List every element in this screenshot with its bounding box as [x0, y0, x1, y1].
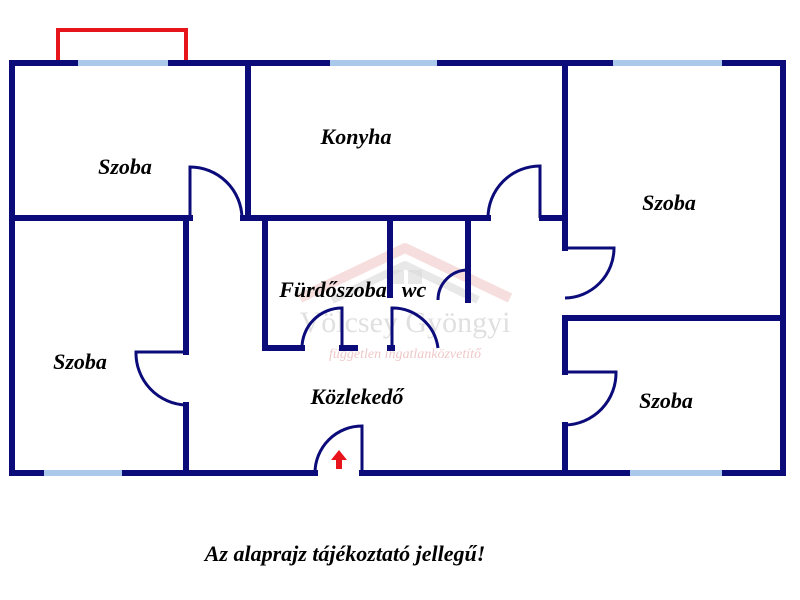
- room-label-szoba-left-bottom: Szoba: [53, 349, 107, 374]
- door-szoba-right-top: [564, 246, 616, 300]
- disclaimer-note: Az alaprajz tájékoztató jellegű!: [203, 541, 486, 566]
- room-label-wc: wc: [402, 277, 427, 302]
- door-szoba-right-bottom: [564, 370, 618, 427]
- room-label-kozlekedo: Közlekedő: [310, 384, 406, 409]
- room-label-szoba-top-left: Szoba: [98, 154, 152, 179]
- entrance-arrow-icon: [331, 450, 347, 469]
- door-wc: [390, 306, 440, 349]
- door-furdoszoba: [300, 306, 344, 349]
- door-szoba-top-left: [188, 165, 244, 219]
- room-label-szoba-right-top: Szoba: [642, 190, 696, 215]
- door-entrance: [313, 424, 364, 474]
- room-label-szoba-right-bottom: Szoba: [639, 388, 693, 413]
- watermark-name: Völcsey Gyöngyi: [300, 306, 511, 339]
- watermark: Völcsey Gyöngyi független ingatlanközvet…: [297, 243, 513, 362]
- windows: [44, 60, 722, 476]
- watermark-tagline: független ingatlanközvetítő: [329, 347, 482, 362]
- doors: [134, 164, 618, 474]
- watermark-house-logo: [297, 243, 513, 304]
- balcony-outline: [56, 28, 188, 62]
- door-wc-inner: [436, 268, 469, 301]
- room-label-furdoszoba: Fürdőszoba: [278, 277, 387, 302]
- door-konyha: [486, 164, 542, 219]
- room-label-konyha: Konyha: [320, 124, 392, 149]
- door-szoba-left-bottom: [134, 350, 187, 407]
